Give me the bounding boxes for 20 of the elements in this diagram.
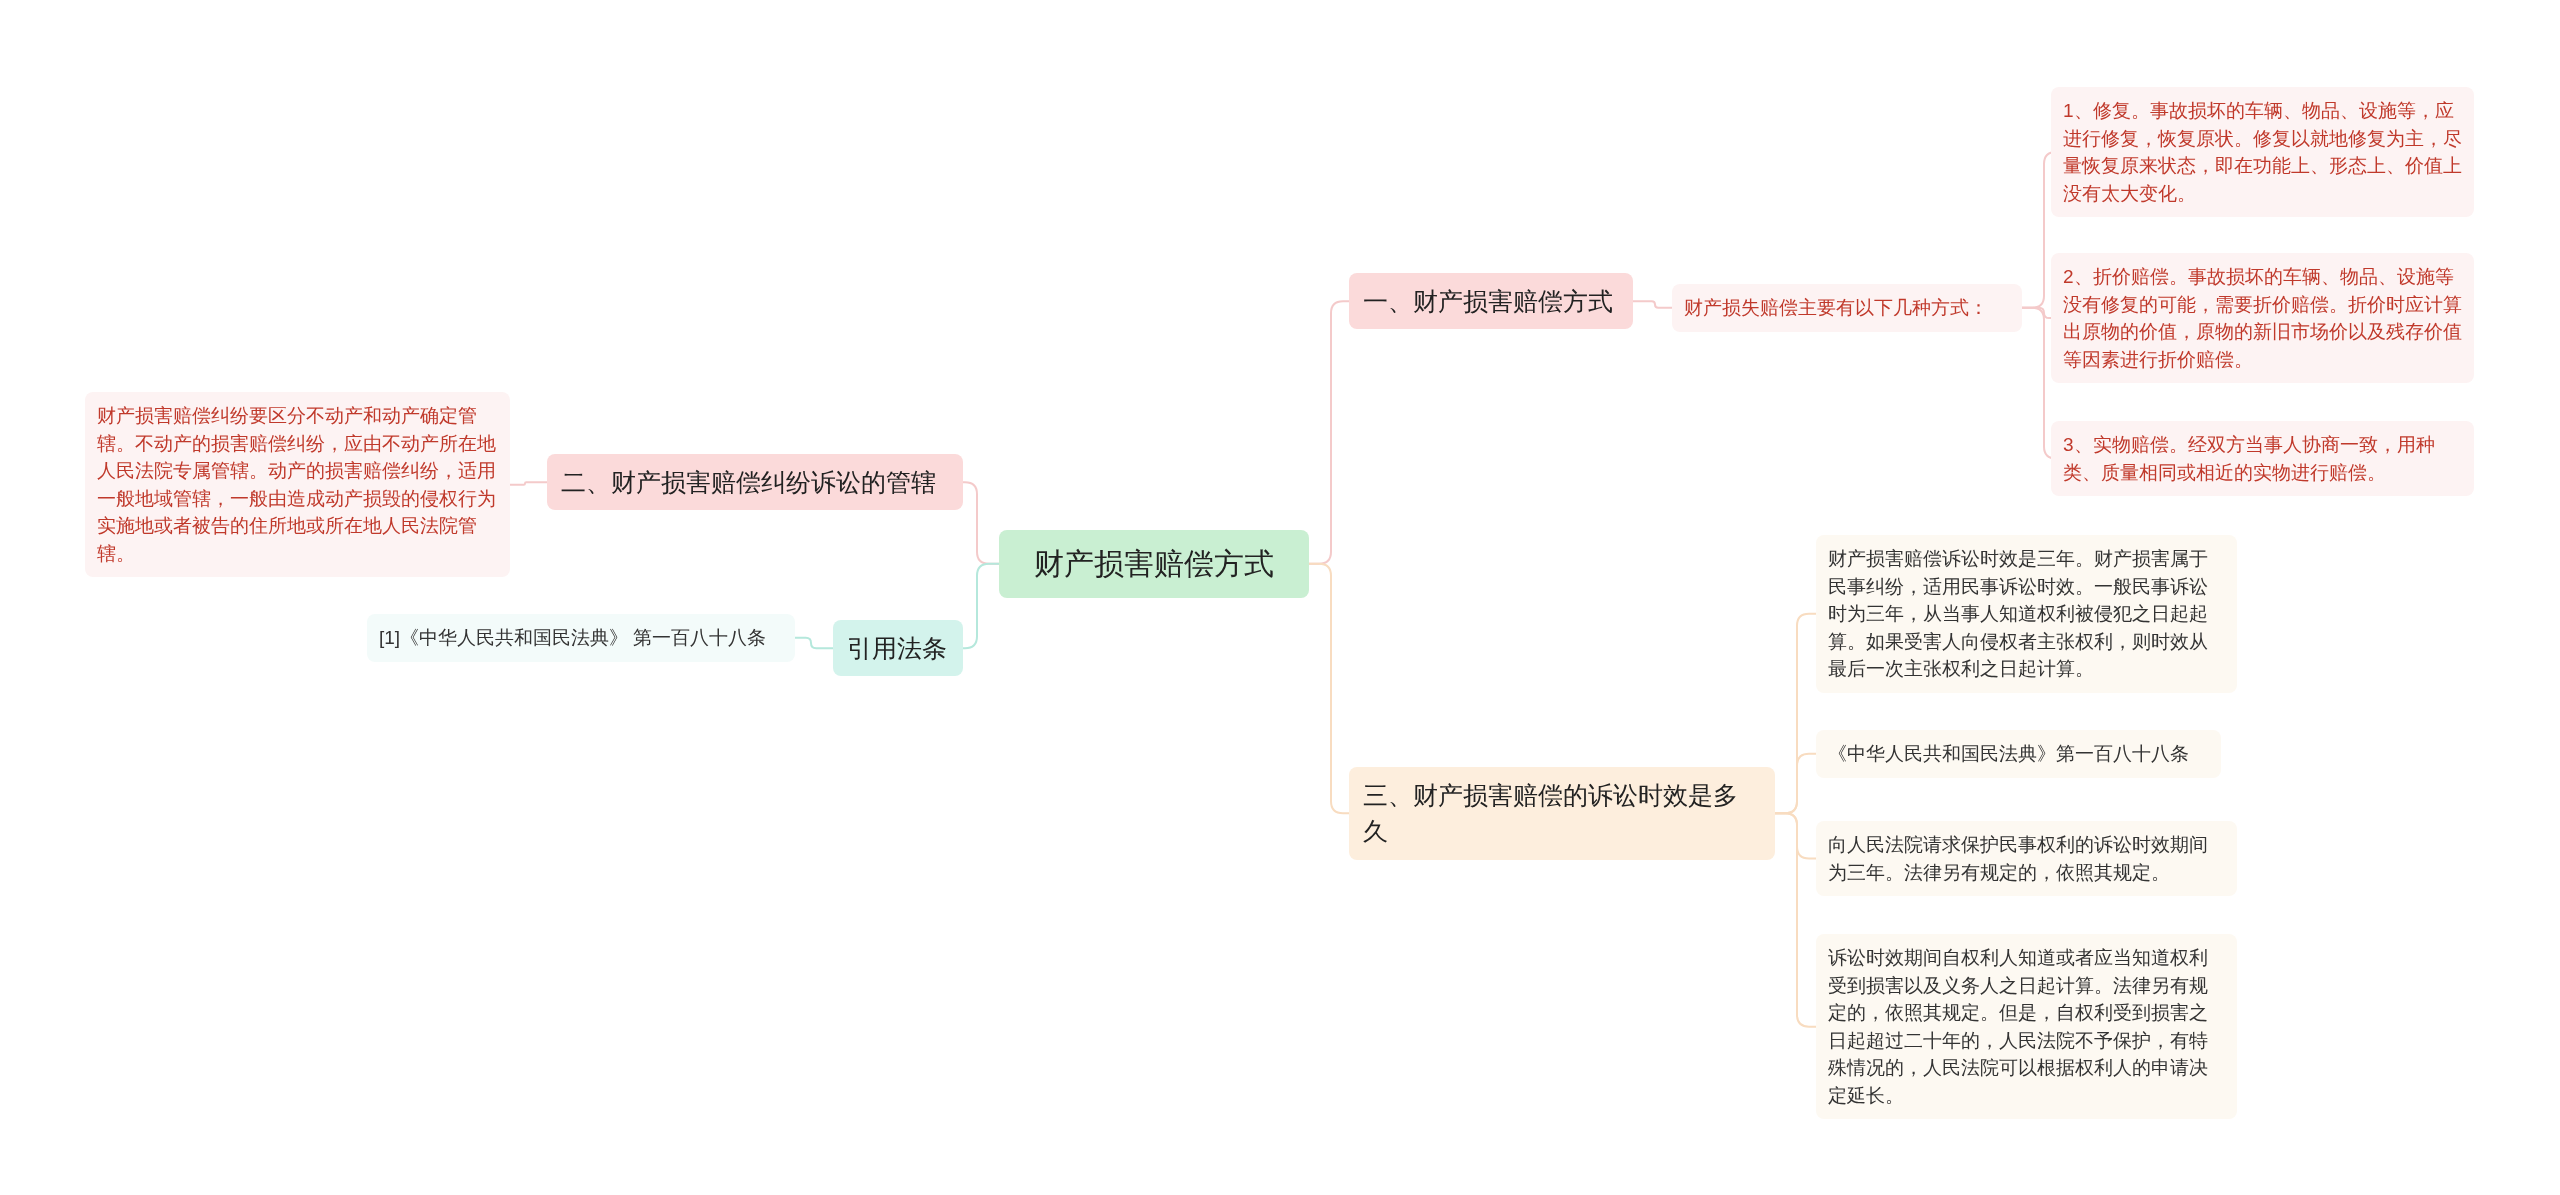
connector-line [1632,300,1673,309]
branch-topic: 引用法条 [833,620,963,677]
detail-note: 财产损害赔偿纠纷要区分不动产和动产确定管辖。不动产的损害赔偿纠纷，应由不动产所在地人民法院专属管辖。动产的损害赔偿纠纷，适用一般地域管辖，一般由造成动产损毁的侵权行为实施地或者被告的住所地或所在地人民法院管辖。 [85,392,510,578]
connector-line [794,636,834,650]
detail-note: 诉讼时效期间自权利人知道或者应当知道权利受到损害以及义务人之日起计算。法律另有规定的，依照其规定。但是，自权利受到损害之日起超过二十年的，人民法院不予保护，有特殊情况的，人民法院可以根据权利人的申请决定延长。 [1816,934,2237,1120]
detail-note: 《中华人民共和国民法典》第一百八十八条 [1816,730,2221,778]
branch-topic: 二、财产损害赔偿纠纷诉讼的管辖 [547,454,963,511]
citation-note: [1]《中华人民共和国民法典》 第一百八十八条 [367,614,795,662]
branch-topic: 一、财产损害赔偿方式 [1349,273,1633,330]
connector-line [1774,812,1817,1028]
detail-note: 向人民法院请求保护民事权利的诉讼时效期间为三年。法律另有规定的，依照其规定。 [1816,821,2237,897]
detail-note: 1、修复。事故损坏的车辆、物品、设施等，应进行修复，恢复原状。修复以就地修复为主，尽量恢复原来状态，即在功能上、形态上、价值上没有太大变化。 [2051,87,2474,218]
branch-topic: 三、财产损害赔偿的诉讼时效是多久 [1349,767,1775,860]
detail-note: 3、实物赔偿。经双方当事人协商一致，用种类、质量相同或相近的实物进行赔偿。 [2051,421,2474,497]
summary-note: 财产损失赔偿主要有以下几种方式： [1672,284,2022,332]
connector-line [509,481,548,486]
detail-note: 2、折价赔偿。事故损坏的车辆、物品、设施等没有修复的可能，需要折价赔偿。折价时应计算出原物的价值，原物的新旧市场价以及残存价值等因素进行折价赔偿。 [2051,253,2474,384]
central-topic: 财产损害赔偿方式 [999,530,1309,598]
connector-line [962,562,1000,650]
detail-note: 财产损害赔偿诉讼时效是三年。财产损害属于民事纠纷，适用民事诉讼时效。一般民事诉讼时为三年，从当事人知道权利被侵犯之日起起算。如果受害人向侵权者主张权利，则时效从最后一次主张权利之日起计算。 [1816,535,2237,693]
